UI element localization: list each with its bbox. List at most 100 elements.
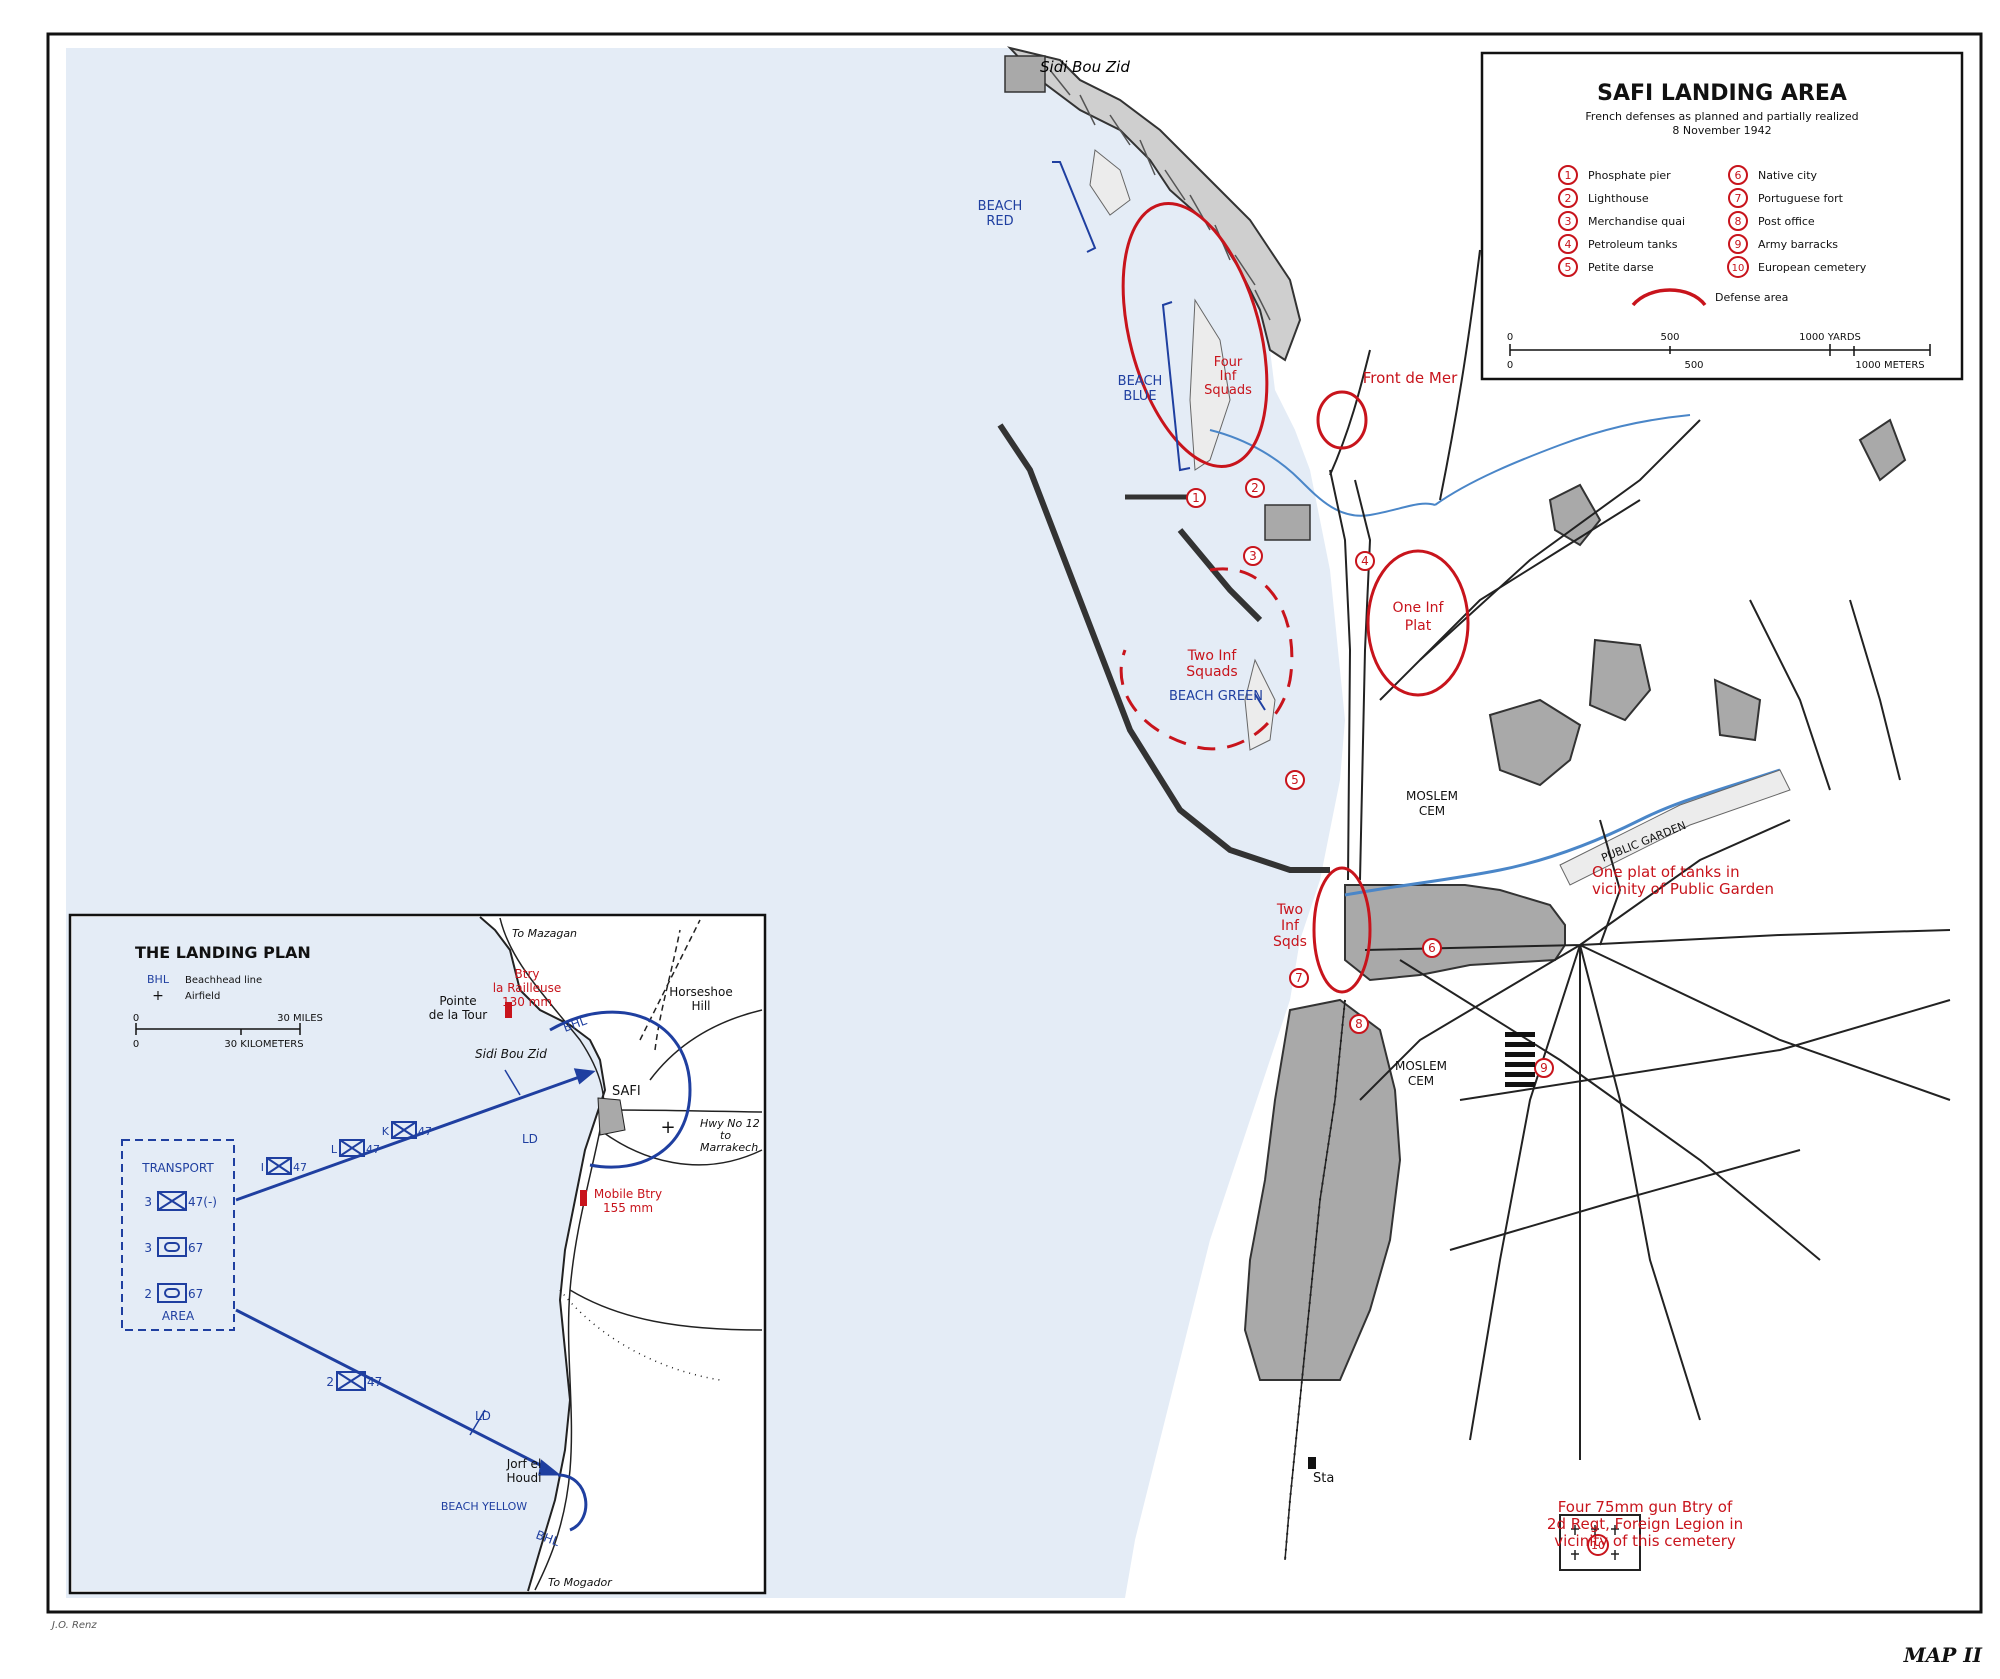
inset-scale-miles: 30 MILES	[277, 1013, 323, 1024]
legend-num-7: 7	[1735, 192, 1742, 205]
inset-jorf-2: Houdi	[507, 1471, 542, 1485]
map-location-markers: 1 2 3 4 5 6 7 8 9 10	[1186, 478, 1609, 1556]
scale-yards-1000: 1000 YARDS	[1799, 332, 1861, 343]
svg-text:1: 1	[1192, 491, 1200, 505]
inset-hwy-3: Marrakech	[700, 1141, 758, 1154]
native-city-area	[1344, 884, 1566, 982]
defense-area-two-inf-sqds	[1312, 866, 1372, 994]
inset-hwy-2: to	[720, 1129, 731, 1142]
inset-pointe-1: Pointe	[439, 994, 476, 1008]
station-marker	[1308, 1457, 1316, 1469]
inset-to-mazagan: To Mazagan	[512, 927, 577, 940]
svg-text:8: 8	[1355, 1017, 1363, 1031]
inset-area-label: AREA	[162, 1309, 195, 1323]
inset-scale-zero-km: 0	[133, 1039, 139, 1050]
inset-bhl-jorf	[557, 1473, 588, 1532]
svg-text:4: 4	[1361, 554, 1369, 568]
defense-areas	[1119, 202, 1470, 994]
inset-title: THE LANDING PLAN	[135, 943, 311, 962]
inset-ld-south: LD	[475, 1409, 491, 1423]
inset-legend-bhl-label: Beachhead line	[185, 975, 262, 986]
legend-label-5: Petite darse	[1588, 261, 1654, 274]
svg-text:9: 9	[1540, 1061, 1548, 1075]
legend-label-1: Phosphate pier	[1588, 169, 1671, 182]
label-beach-green: BEACH GREEN	[1169, 689, 1263, 704]
inset-btry-3: 130 mm	[502, 995, 552, 1009]
inset-horseshoe-1: Horseshoe	[669, 985, 733, 999]
scale-yards-500: 500	[1660, 332, 1679, 343]
label-tanks-note-1: One plat of tanks in	[1592, 863, 1740, 881]
inset-unit-6-num: K	[382, 1125, 390, 1138]
beach-red-bracket	[1052, 161, 1097, 253]
european-cemetery-area	[1559, 1514, 1641, 1571]
label-beach-blue-1: BEACH	[1118, 374, 1163, 389]
inset-unit-5-tail: 47	[366, 1143, 380, 1156]
inset-bhl-safi	[549, 1010, 692, 1169]
beach-red-sand	[1089, 149, 1131, 216]
inset-jorf-1: Jorf el	[506, 1457, 542, 1471]
legend-label-2: Lighthouse	[1588, 192, 1649, 205]
inset-coastline	[479, 916, 607, 1592]
label-two-inf-squads-1: Two Inf	[1187, 648, 1238, 664]
inset-unit-1-num: 3	[144, 1195, 152, 1209]
cemetery-crosses	[1571, 1525, 1619, 1560]
north-breakwater	[997, 423, 1330, 873]
inset-unit-4-tail: 47	[293, 1161, 307, 1174]
label-two-inf-sqds-3: Sqds	[1273, 934, 1307, 950]
beach-blue-bracket	[1161, 301, 1191, 472]
inset-unit-symbols	[157, 1121, 417, 1391]
label-one-inf-plat-1: One Inf	[1393, 600, 1445, 616]
legend-num-3: 3	[1565, 215, 1572, 228]
inset-transport-area	[121, 1139, 235, 1331]
label-front-de-mer: Front de Mer	[1363, 369, 1458, 387]
south-breakwater	[1177, 528, 1263, 623]
map-frame	[46, 32, 1983, 1614]
svg-text:3: 3	[1249, 549, 1257, 563]
inset-unit-3-tail: 67	[188, 1287, 203, 1301]
inset-btry-1: Btry	[515, 967, 540, 981]
stream-public-garden	[1344, 768, 1781, 897]
public-garden-strip	[1559, 769, 1791, 886]
label-station: Sta	[1313, 1471, 1334, 1486]
inset-scale-bar	[135, 1023, 301, 1035]
inset-unit-3-num: 2	[144, 1287, 152, 1301]
inset-unit-1-tail: 47(-)	[188, 1195, 217, 1209]
label-two-inf-sqds-2: Inf	[1281, 918, 1300, 934]
inset-pointe-2: de la Tour	[429, 1008, 488, 1022]
label-four-inf-3: Squads	[1204, 383, 1252, 398]
beach-green-sand	[1244, 658, 1276, 751]
scale-meters-1000: 1000 METERS	[1855, 360, 1924, 371]
scale-yards-0: 0	[1507, 332, 1513, 343]
inset-sea	[72, 917, 605, 1591]
inset-to-mogador: To Mogador	[548, 1576, 613, 1589]
grey-block-1	[1488, 698, 1582, 787]
legend-label-10: European cemetery	[1758, 261, 1867, 274]
inset-ld-tick-north	[504, 1069, 521, 1096]
inset-unit-6-tail: 47	[418, 1125, 432, 1138]
label-legion-note-3: vicinity of this cemetery	[1554, 1532, 1736, 1550]
grey-block-2	[1588, 638, 1652, 722]
inset-beach-yellow: BEACH YELLOW	[441, 1500, 527, 1513]
label-beach-blue-2: BLUE	[1123, 389, 1156, 404]
label-moslem-cem-north-2: CEM	[1419, 804, 1445, 818]
defense-area-front-de-mer	[1316, 390, 1368, 450]
svg-text:10: 10	[1591, 1539, 1605, 1552]
inset-legend-airfield-symbol: +	[152, 988, 164, 1004]
road-network	[1329, 249, 1951, 1460]
svg-text:7: 7	[1295, 971, 1303, 985]
legend-items: 1 Phosphate pier 2 Lighthouse 3 Merchand…	[1558, 165, 1867, 278]
inset-safi-city	[597, 1097, 626, 1136]
label-moslem-cem-south-1: MOSLEM	[1395, 1059, 1447, 1073]
inset-unit-7-num: 2	[326, 1375, 334, 1389]
inset-mobile-btry-2: 155 mm	[603, 1201, 653, 1215]
inset-unit-7-tail: 47	[367, 1375, 382, 1389]
inset-airfield-marker: +	[660, 1117, 675, 1138]
inset-horseshoe-2: Hill	[691, 999, 710, 1013]
label-legion-note-2: 2d Regt, Foreign Legion in	[1547, 1515, 1743, 1533]
inset-mobile-btry-marker	[580, 1190, 587, 1206]
inset-sidi-bou-zid: Sidi Bou Zid	[475, 1047, 547, 1061]
legend-label-6: Native city	[1758, 169, 1818, 182]
legend-label-7: Portuguese fort	[1758, 192, 1844, 205]
inset-unit-5-num: L	[331, 1143, 338, 1156]
